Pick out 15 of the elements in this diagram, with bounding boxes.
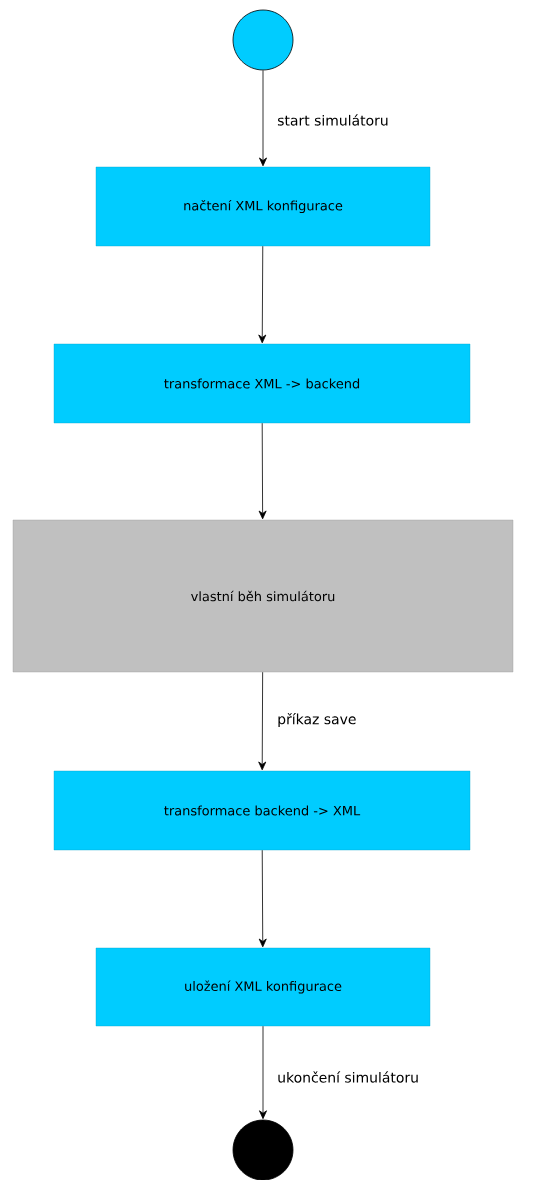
activity-box: transformace XML -> backend (53, 343, 471, 424)
arrow (259, 70, 267, 167)
activity-box: načtení XML konfigurace (95, 166, 431, 247)
arrow (258, 671, 267, 771)
start-circle (232, 9, 294, 71)
arrow (258, 245, 267, 344)
arrow (259, 1025, 267, 1120)
activity-box: uložení XML konfigurace (95, 947, 431, 1027)
activity-box: vlastní běh simulátoru (12, 519, 514, 673)
edge-label: ukončení simulátoru (276, 1070, 420, 1084)
arrow (258, 422, 267, 520)
edge-label: start simulátoru (276, 113, 390, 127)
activity-box: transformace backend -> XML (53, 770, 471, 851)
edge-label: příkaz save (276, 712, 358, 729)
arrow (258, 849, 267, 948)
